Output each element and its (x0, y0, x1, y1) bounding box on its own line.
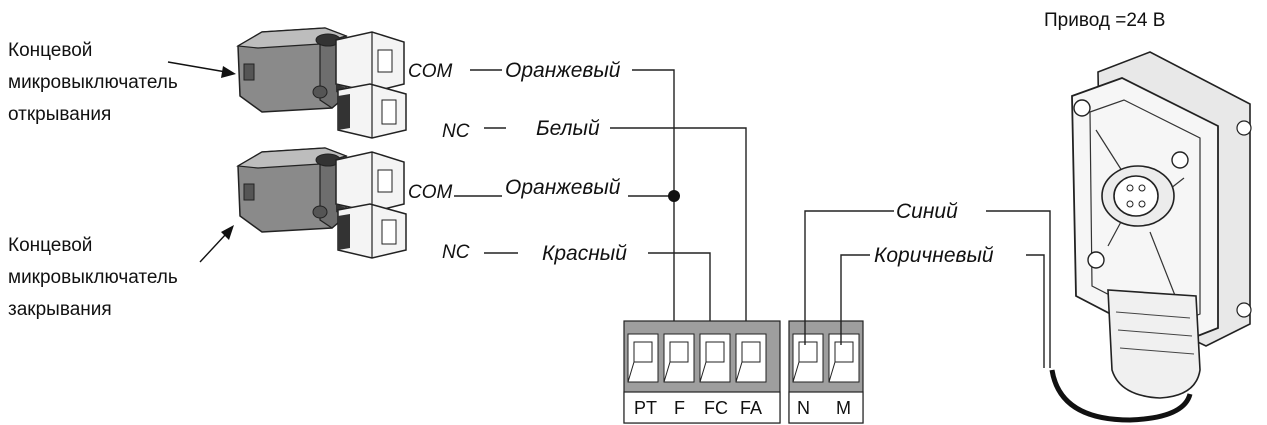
terminal-slot-fa (735, 333, 767, 383)
pin-com-lower: COM (408, 182, 453, 203)
terminal-label-f: F (674, 398, 685, 418)
wire-brown (840, 254, 1045, 368)
wire-label-blue: Синий (896, 200, 958, 223)
wire-white (484, 127, 747, 345)
wire-label-orange-2: Оранжевый (505, 176, 621, 199)
gear-motor (1049, 51, 1252, 423)
pin-nc-lower: NC (442, 242, 470, 263)
wire-label-brown: Коричневый (874, 244, 994, 267)
terminal-slot-f (663, 333, 695, 383)
pointer-arrow-opening (167, 61, 236, 78)
wire-blue (804, 210, 1051, 368)
terminal-label-pt: PT (634, 398, 657, 418)
closing-limit-switch (236, 147, 407, 259)
terminal-block-2: N M (788, 320, 864, 424)
terminal-label-n: N (797, 398, 810, 418)
wire-label-white: Белый (536, 117, 600, 140)
terminal-slot-fc (699, 333, 731, 383)
opening-switch-label: Концевой микровыключатель открывания (8, 40, 183, 125)
wire-red (484, 252, 711, 345)
pointer-arrow-closing (199, 225, 234, 263)
terminal-slot-n (792, 333, 824, 383)
opening-limit-switch (236, 27, 407, 139)
terminal-slot-m (828, 333, 860, 383)
wire-label-red: Красный (542, 242, 627, 265)
wire-label-orange-1: Оранжевый (505, 59, 621, 82)
wire-orange-1 (470, 69, 675, 345)
pin-com-upper: COM (408, 61, 453, 82)
terminal-label-m: M (836, 398, 851, 418)
terminal-slot-pt (627, 333, 659, 383)
wire-junction-dot (668, 190, 680, 202)
terminal-label-fa: FA (740, 398, 762, 418)
pin-nc-upper: NC (442, 121, 470, 142)
closing-switch-label: Концевой микровыключатель закрывания (8, 235, 183, 320)
terminal-block-1: PT F FC FA (623, 320, 781, 424)
motor-label: Привод =24 В (1044, 10, 1165, 31)
terminal-label-fc: FC (704, 398, 728, 418)
